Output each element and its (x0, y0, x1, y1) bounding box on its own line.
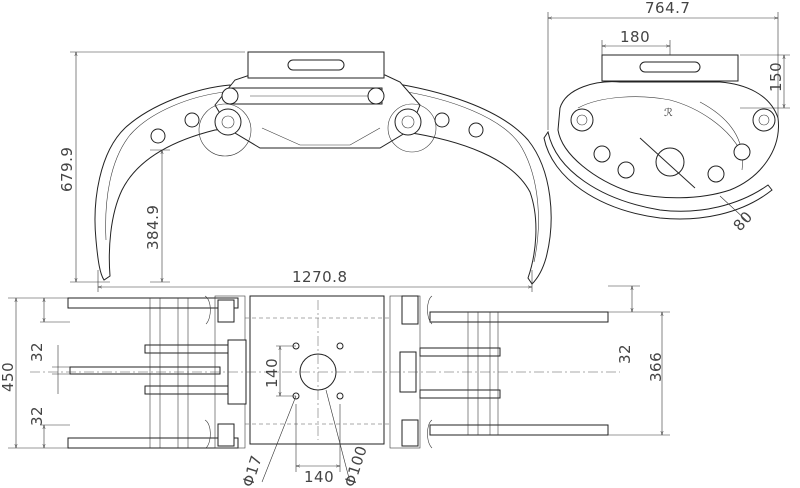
left-crossbar-1 (144, 344, 236, 354)
pin-left-main (214, 108, 242, 136)
dim-plan-width: 450 (0, 362, 17, 392)
dim-total-height: 679.9 (58, 147, 76, 192)
dim-center-diameter: Φ100 (341, 443, 371, 488)
dim-overall-span: 1270.8 (292, 268, 348, 286)
left-crossbar-2 (144, 385, 236, 395)
left-tine-top (67, 297, 239, 309)
side-view: ℛ (543, 12, 790, 223)
bolt-block-bl (217, 423, 235, 447)
dim-plan-32-right: 32 (616, 344, 634, 364)
right-tine-bottom (429, 424, 609, 436)
side-pin-right-3 (707, 165, 725, 183)
rotator-slot (287, 59, 345, 71)
dim-plan-366: 366 (647, 352, 665, 382)
dim-top-offset: 180 (620, 28, 650, 46)
side-jaw-lower (543, 130, 773, 220)
dim-hole-spacing-h: 140 (304, 468, 334, 486)
side-center-disk (655, 147, 685, 177)
side-pin-left-2 (593, 145, 611, 163)
left-tine-bottom (67, 437, 239, 449)
right-tine-top (429, 311, 609, 323)
side-pin-left (570, 108, 594, 132)
bolt-block-tl (217, 299, 235, 323)
dim-height-150: 150 (767, 62, 785, 92)
side-body (557, 81, 779, 199)
dim-arm-height: 384.9 (144, 205, 162, 250)
dim-angle-80: 80 (730, 208, 757, 235)
side-pin-right-2 (733, 143, 751, 161)
side-pin-left-3 (617, 161, 635, 179)
dim-plan-32-left-bottom: 32 (28, 406, 46, 426)
pin-left-arm-1 (184, 112, 200, 128)
side-pin-right (752, 108, 776, 132)
pin-right-top (367, 87, 385, 105)
side-rotator-slot (639, 61, 701, 73)
bolt-block-tr (401, 295, 419, 325)
bolt-hole-2 (336, 342, 344, 350)
logo-mark: ℛ (664, 106, 673, 119)
pin-right-main (394, 108, 422, 136)
bolt-hole-4 (336, 392, 344, 400)
pin-right-arm-1 (434, 112, 450, 128)
left-tine-mid (69, 366, 221, 375)
dim-hole-spacing-v: 140 (263, 358, 281, 388)
pin-right-arm-2 (468, 122, 484, 138)
bolt-block-br (401, 419, 419, 447)
plan-view (8, 285, 670, 483)
right-jaw-arm (384, 81, 552, 285)
dim-plan-32-left-top: 32 (28, 342, 46, 362)
dim-overall-width-side: 764.7 (645, 0, 690, 17)
front-view (70, 51, 552, 292)
dim-hole-diameter: Φ17 (239, 453, 266, 488)
right-crossbar-1 (419, 347, 501, 357)
central-body (214, 74, 421, 149)
pin-left-arm-2 (150, 128, 166, 144)
right-crossbar-2 (419, 389, 501, 399)
pin-left-top (221, 87, 239, 105)
